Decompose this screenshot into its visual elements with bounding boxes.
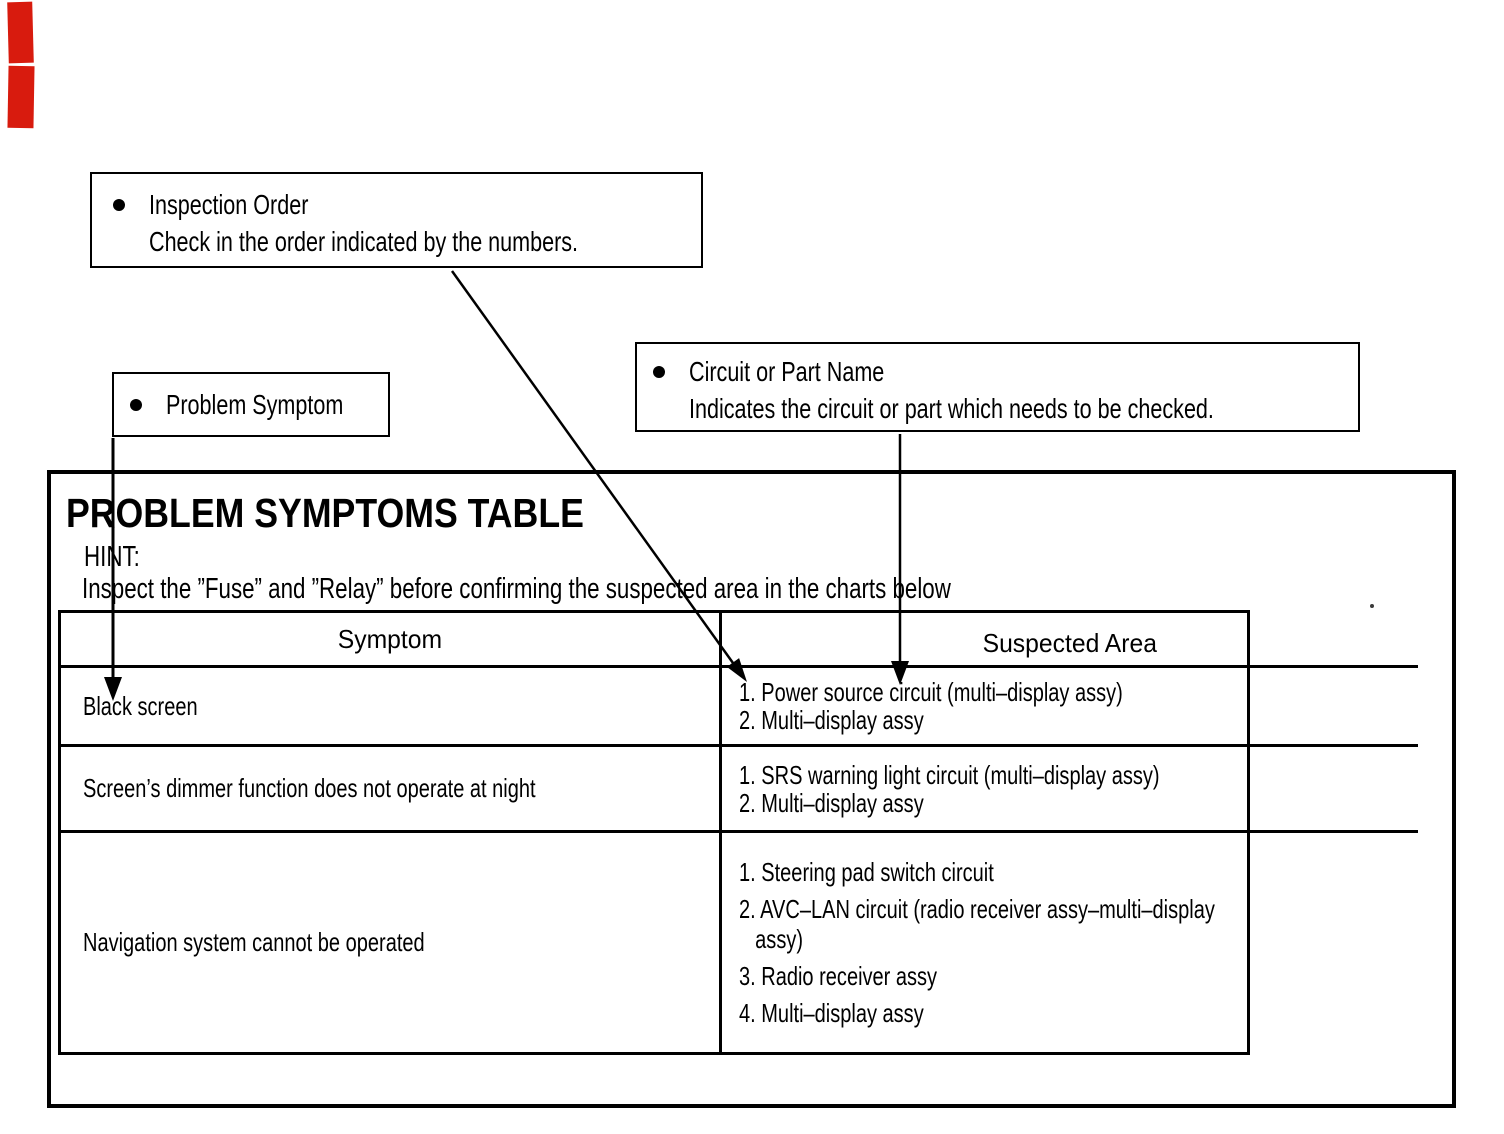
- suspected-area-item: 3. Radio receiver assy: [739, 961, 938, 991]
- page-title-text: PROBLEM SYMPTOMS TABLE: [66, 490, 584, 536]
- callout-circuit-or-part-name: Circuit or Part Name Indicates the circu…: [635, 342, 1360, 432]
- callout-description: Indicates the circuit or part which need…: [689, 390, 1371, 427]
- page-title: PROBLEM SYMPTOMS TABLE: [66, 490, 661, 536]
- column-header-symptom-text: Symptom: [337, 623, 443, 654]
- suspected-area-text: 2. Multi–display assy: [739, 787, 924, 818]
- bullet-icon: [130, 398, 142, 411]
- callout-text: Inspection Order Check in the order indi…: [149, 186, 706, 260]
- table-row-suspected-areas: 1. Steering pad switch circuit 2. AVC–LA…: [722, 833, 1418, 1052]
- table-row-symptom: Navigation system cannot be operated: [61, 833, 722, 1052]
- column-header-suspected-area: Suspected Area: [722, 613, 1418, 668]
- callout-title: Problem Symptom: [166, 386, 396, 423]
- hint-label-text: HINT:: [84, 541, 140, 573]
- table-row-symptom: Screen’s dimmer function does not operat…: [61, 747, 722, 833]
- callout-text: Problem Symptom: [166, 386, 396, 423]
- suspected-area-text: 2. Multi–display assy: [739, 705, 924, 735]
- callout-inspection-order: Inspection Order Check in the order indi…: [90, 172, 703, 268]
- table-row-suspected-areas: 1. Power source circuit (multi–display a…: [722, 668, 1418, 747]
- suspected-area-item: 1. SRS warning light circuit (multi–disp…: [739, 761, 1418, 789]
- callout-title-text: Circuit or Part Name: [689, 356, 885, 387]
- callout-title-text: Inspection Order: [149, 189, 309, 220]
- suspected-area-item: 1. Steering pad switch circuit: [739, 857, 994, 887]
- suspected-area-item: 2. AVC–LAN circuit (radio receiver assy–…: [739, 894, 1215, 954]
- hint-text: Inspect the ”Fuse” and ”Relay” before co…: [82, 572, 1210, 606]
- suspected-area-item: 1. Power source circuit (multi–display a…: [739, 678, 1418, 706]
- column-header-suspected-area-text: Suspected Area: [982, 627, 1158, 658]
- scan-speck: [1370, 604, 1374, 608]
- column-header-symptom: Symptom: [61, 613, 722, 668]
- callout-description-text: Indicates the circuit or part which need…: [689, 393, 1214, 424]
- callout-title: Circuit or Part Name: [689, 353, 1371, 390]
- table-row-symptom: Black screen: [61, 668, 722, 747]
- bullet-icon: [653, 366, 665, 378]
- hint-text-content: Inspect the ”Fuse” and ”Relay” before co…: [82, 573, 951, 605]
- suspected-area-item: 4. Multi–display assy: [739, 998, 924, 1028]
- callout-problem-symptom: Problem Symptom: [112, 372, 390, 437]
- symptom-text: Screen’s dimmer function does not operat…: [83, 773, 536, 803]
- suspected-area-item: 2. Multi–display assy: [739, 706, 1418, 734]
- callout-title-text: Problem Symptom: [166, 389, 344, 420]
- symptom-text: Black screen: [83, 690, 198, 721]
- callout-description-text: Check in the order indicated by the numb…: [149, 226, 579, 257]
- callout-title: Inspection Order: [149, 186, 706, 223]
- table-row-suspected-areas: 1. SRS warning light circuit (multi–disp…: [722, 747, 1418, 833]
- suspected-area-item: 2. Multi–display assy: [739, 789, 1418, 817]
- red-redaction-mark: [7, 65, 35, 129]
- red-redaction-mark: [7, 1, 34, 64]
- bullet-icon: [113, 199, 125, 211]
- hint-label: HINT:: [84, 540, 157, 574]
- suspected-area-list: 1. Steering pad switch circuit 2. AVC–LA…: [739, 857, 1262, 1028]
- symptom-text: Navigation system cannot be operated: [83, 927, 425, 957]
- callout-description: Check in the order indicated by the numb…: [149, 223, 706, 260]
- callout-text: Circuit or Part Name Indicates the circu…: [689, 353, 1371, 427]
- suspected-area-text: 1. Power source circuit (multi–display a…: [739, 677, 1123, 707]
- suspected-area-text: 1. SRS warning light circuit (multi–disp…: [739, 759, 1160, 790]
- symptoms-table: Symptom Suspected Area Black screen 1. P…: [58, 610, 1418, 1055]
